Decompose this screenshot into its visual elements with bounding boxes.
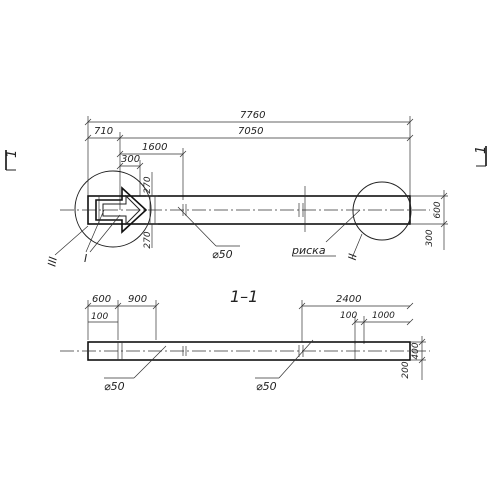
node-I-label: I <box>84 252 87 265</box>
section-mark-right-label: 1 <box>474 146 489 154</box>
hole-section-left-label: ⌀50 <box>104 380 125 393</box>
dim-200-text: 200 <box>401 361 411 378</box>
section-title: 1–1 <box>230 287 258 306</box>
node-II-label: II <box>346 253 360 262</box>
leader-I: I <box>84 209 121 265</box>
node-circle-left <box>74 170 152 248</box>
dim-2400-text: 2400 <box>336 294 361 305</box>
dim-1000-text: 1000 <box>372 311 395 321</box>
dim-100-left: 100 <box>88 312 118 323</box>
node-III-label: III <box>45 256 59 268</box>
dim-600-s-text: 600 <box>92 294 111 305</box>
dim-300-right-text: 300 <box>425 229 435 246</box>
dim-100-right-text: 100 <box>340 311 357 321</box>
dim-height-section: 400 200 <box>401 336 426 380</box>
dim-600-text: 600 <box>433 201 443 218</box>
node-circle-right <box>352 181 412 241</box>
leader-hole-section-left: ⌀50 <box>104 345 167 393</box>
section-mark-left: 1 <box>5 150 20 171</box>
hole-plan-label: ⌀50 <box>212 248 233 261</box>
dim-270-top-text: 270 <box>143 176 153 193</box>
dim-600-900: 600 900 <box>84 294 160 340</box>
hole-section-right-label: ⌀50 <box>256 380 277 393</box>
dim-1600: 1600 <box>116 142 187 200</box>
dim-overall: 7760 <box>84 110 414 210</box>
leader-II: II <box>346 233 363 262</box>
dim-400-text: 400 <box>411 342 421 359</box>
dim-2400: 2400 <box>298 294 414 342</box>
beam-section <box>60 341 430 361</box>
dim-300: 300 <box>116 154 144 196</box>
dim-270: 270 270 <box>143 172 158 249</box>
dim-710-7050: 710 7050 <box>84 126 414 210</box>
section-mark-left-label: 1 <box>5 150 20 158</box>
section-mark-right: 1 <box>474 146 489 167</box>
notch-label: риска <box>291 244 326 257</box>
dim-width-plan: 600 300 <box>410 190 448 250</box>
dim-1600-text: 1600 <box>142 142 167 153</box>
dim-710-text: 710 <box>94 126 113 137</box>
beam-plan <box>60 186 430 232</box>
dim-900-text: 900 <box>128 294 147 305</box>
dim-overall-text: 7760 <box>240 110 265 121</box>
dim-7050-text: 7050 <box>238 126 263 137</box>
dim-100-left-text: 100 <box>91 312 108 322</box>
leader-III: III <box>45 225 89 268</box>
leader-notch: риска <box>291 209 361 257</box>
dim-100-1000: 100 1000 <box>340 311 414 344</box>
end-arrow-marker <box>95 186 148 234</box>
leader-hole-plan: ⌀50 <box>177 206 240 261</box>
dim-270-bottom-text: 270 <box>143 231 153 248</box>
leader-hole-section-right: ⌀50 <box>255 339 314 393</box>
dim-300-text: 300 <box>121 154 140 165</box>
